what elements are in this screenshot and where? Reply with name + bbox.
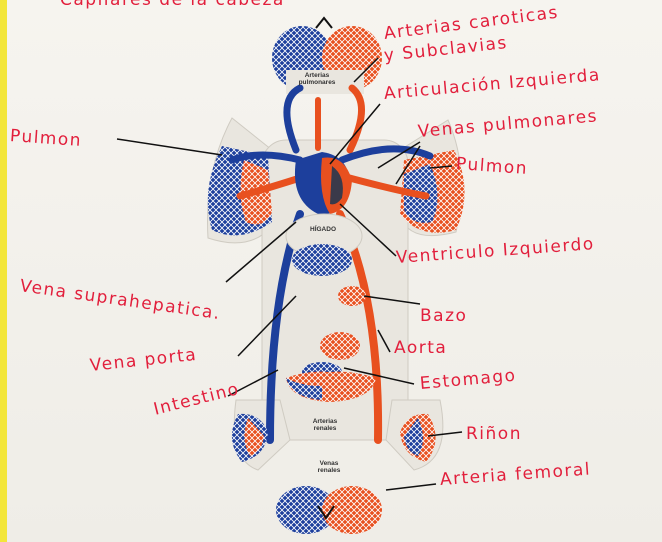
arrow-up-icon [316,18,332,28]
label-bazo: Bazo [420,306,467,326]
label-capilares: Capilares de la cabeza [60,0,285,10]
label-aorta: Aorta [394,338,447,358]
venas-renales-line1: Venas [302,460,356,467]
arterias-pulmonares-line1: Arterias [290,72,344,79]
arterias-pulmonares-line2: pulmonares [290,79,344,86]
arterias-renales-line2: renales [298,425,352,432]
label-venas-renales: Venas renales [302,460,356,474]
label-arterias-renales: Arterias renales [298,418,352,432]
venas-renales-line2: renales [302,467,356,474]
lower-capillaries [276,486,382,534]
arterias-renales-line1: Arterias [298,418,352,425]
label-higado: HÍGADO [296,226,350,233]
label-arterias-pulmonares: Arterias pulmonares [290,72,344,86]
label-rinon: Riñon [466,424,522,444]
